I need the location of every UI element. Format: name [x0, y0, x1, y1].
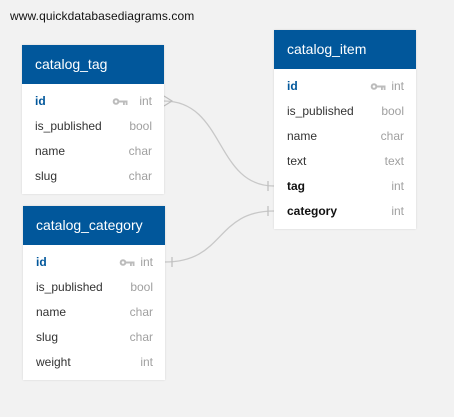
field-type: int: [391, 204, 404, 218]
field-name: name: [36, 305, 67, 319]
field-type: bool: [129, 119, 152, 133]
table-title: catalog_tag: [22, 45, 164, 84]
field-row-text[interactable]: text text: [274, 149, 416, 174]
field-name: tag: [287, 179, 305, 193]
link-category-to-item: [164, 210, 275, 263]
field-row-is-published[interactable]: is_published bool: [23, 275, 165, 300]
field-type: int: [391, 79, 404, 93]
field-row-category[interactable]: category int: [274, 199, 416, 224]
field-name: id: [36, 255, 47, 269]
field-name: is_published: [35, 119, 102, 133]
table-catalog-category[interactable]: catalog_category id int is_published boo…: [23, 206, 165, 380]
field-type: char: [129, 330, 153, 344]
key-icon: [119, 250, 135, 275]
field-row-name[interactable]: name char: [274, 124, 416, 149]
field-row-id[interactable]: id int: [22, 89, 164, 114]
field-name: is_published: [287, 104, 354, 118]
table-title: catalog_category: [23, 206, 165, 245]
field-name: is_published: [36, 280, 103, 294]
field-type: bool: [130, 280, 153, 294]
field-type: int: [140, 355, 153, 369]
watermark-text: www.quickdatabasediagrams.com: [10, 9, 195, 23]
field-name: category: [287, 204, 338, 218]
key-icon: [370, 74, 386, 99]
table-catalog-item[interactable]: catalog_item id int is_published bool na…: [274, 30, 416, 229]
link-tag-to-item: [163, 100, 275, 187]
field-row-name[interactable]: name char: [22, 139, 164, 164]
field-type: text: [384, 154, 404, 168]
field-name: weight: [36, 355, 71, 369]
field-type: int: [139, 94, 152, 108]
table-title: catalog_item: [274, 30, 416, 69]
field-name: name: [35, 144, 66, 158]
table-catalog-tag[interactable]: catalog_tag id int is_published bool nam…: [22, 45, 164, 194]
field-name: text: [287, 154, 307, 168]
field-name: slug: [35, 169, 58, 183]
field-row-id[interactable]: id int: [274, 74, 416, 99]
field-row-is-published[interactable]: is_published bool: [274, 99, 416, 124]
field-name: slug: [36, 330, 59, 344]
field-type: bool: [381, 104, 404, 118]
field-row-slug[interactable]: slug char: [22, 164, 164, 189]
field-row-slug[interactable]: slug char: [23, 325, 165, 350]
field-row-tag[interactable]: tag int: [274, 174, 416, 199]
field-type: int: [140, 255, 153, 269]
field-type: char: [128, 144, 152, 158]
key-icon: [112, 89, 128, 114]
field-type: char: [380, 129, 404, 143]
field-row-name[interactable]: name char: [23, 300, 165, 325]
field-name: name: [287, 129, 318, 143]
field-row-id[interactable]: id int: [23, 250, 165, 275]
crowfoot-tag-id: [163, 95, 174, 107]
field-name: id: [35, 94, 46, 108]
field-type: char: [128, 169, 152, 183]
field-name: id: [287, 79, 298, 93]
field-type: char: [129, 305, 153, 319]
field-row-weight[interactable]: weight int: [23, 350, 165, 375]
field-type: int: [391, 179, 404, 193]
field-row-is-published[interactable]: is_published bool: [22, 114, 164, 139]
